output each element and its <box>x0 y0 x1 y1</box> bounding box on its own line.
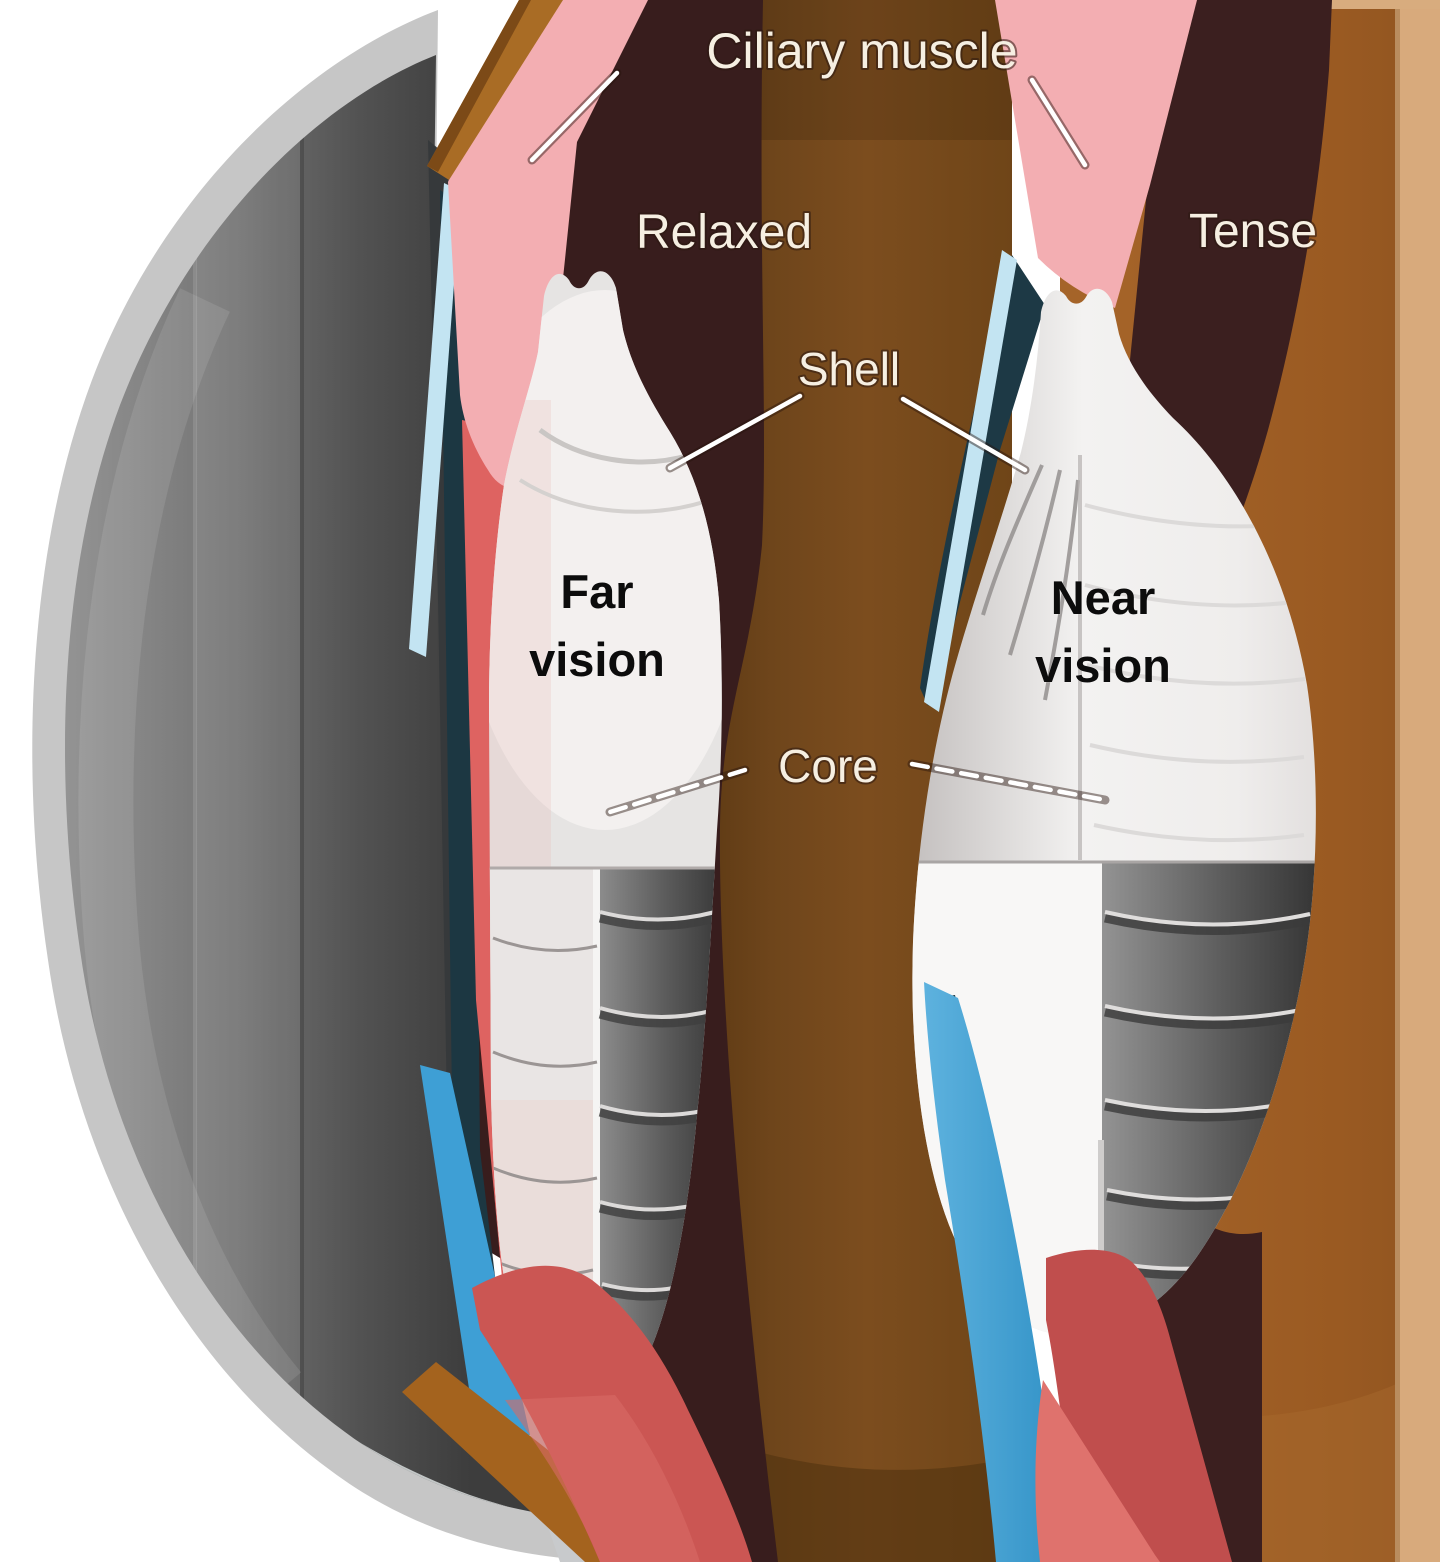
label-ciliary-muscle: Ciliary muscle <box>706 23 1017 79</box>
left-core-divider-highlight <box>593 868 600 1406</box>
right-ciliary-body-red-light <box>1035 1380 1160 1562</box>
leader-shell-left <box>665 391 805 473</box>
globe-seam-1 <box>300 55 304 1525</box>
right-zonule-light-blue <box>924 250 1017 712</box>
leader-core-right <box>907 759 1110 805</box>
left-assembly <box>402 0 752 1562</box>
globe-interior <box>64 55 646 1525</box>
left-ciliary-body-red-light <box>505 1395 700 1562</box>
left-sclera-cut-strip <box>427 0 563 180</box>
right-core-divider <box>1098 1140 1104 1335</box>
right-zonule-bright-blue <box>924 982 1062 1562</box>
leader-ciliary-right <box>1027 75 1090 170</box>
label-relaxed: Relaxed <box>636 206 812 259</box>
right-ciliary-muscle-pink <box>995 0 1197 308</box>
globe-arc-highlight <box>78 288 302 1408</box>
leader-shell-right <box>898 394 1030 475</box>
globe-seam-2 <box>193 55 197 1525</box>
sclera-tan-edge <box>1395 0 1400 1562</box>
label-far-line2: vision <box>529 633 665 686</box>
right-lens-chevrons <box>981 464 1080 701</box>
label-far-line1: Far <box>560 565 633 618</box>
leader-core-left <box>605 765 750 817</box>
labels: Ciliary muscle Relaxed Tense Shell Core … <box>529 21 1319 794</box>
left-zonule-light-blue <box>409 183 461 657</box>
left-sclera-cut-edge <box>427 0 531 172</box>
label-core: Core <box>778 740 878 792</box>
leader-lines <box>527 68 1110 817</box>
left-lens-shoulder-line-2 <box>518 478 711 514</box>
leader-ciliary-left <box>527 68 622 165</box>
left-lens-shoulder-line-1 <box>538 427 691 465</box>
label-shell: Shell <box>798 343 900 395</box>
label-tense: Tense <box>1189 205 1317 258</box>
sclera-tan-strip <box>1398 0 1440 1562</box>
eye-globe <box>32 10 701 1562</box>
label-near-line1: Near <box>1051 571 1156 624</box>
left-ciliary-muscle-pink <box>448 0 648 489</box>
left-core-ridges-light <box>492 936 598 1351</box>
globe-band-light <box>196 55 300 1525</box>
label-near-line2: vision <box>1035 639 1171 692</box>
